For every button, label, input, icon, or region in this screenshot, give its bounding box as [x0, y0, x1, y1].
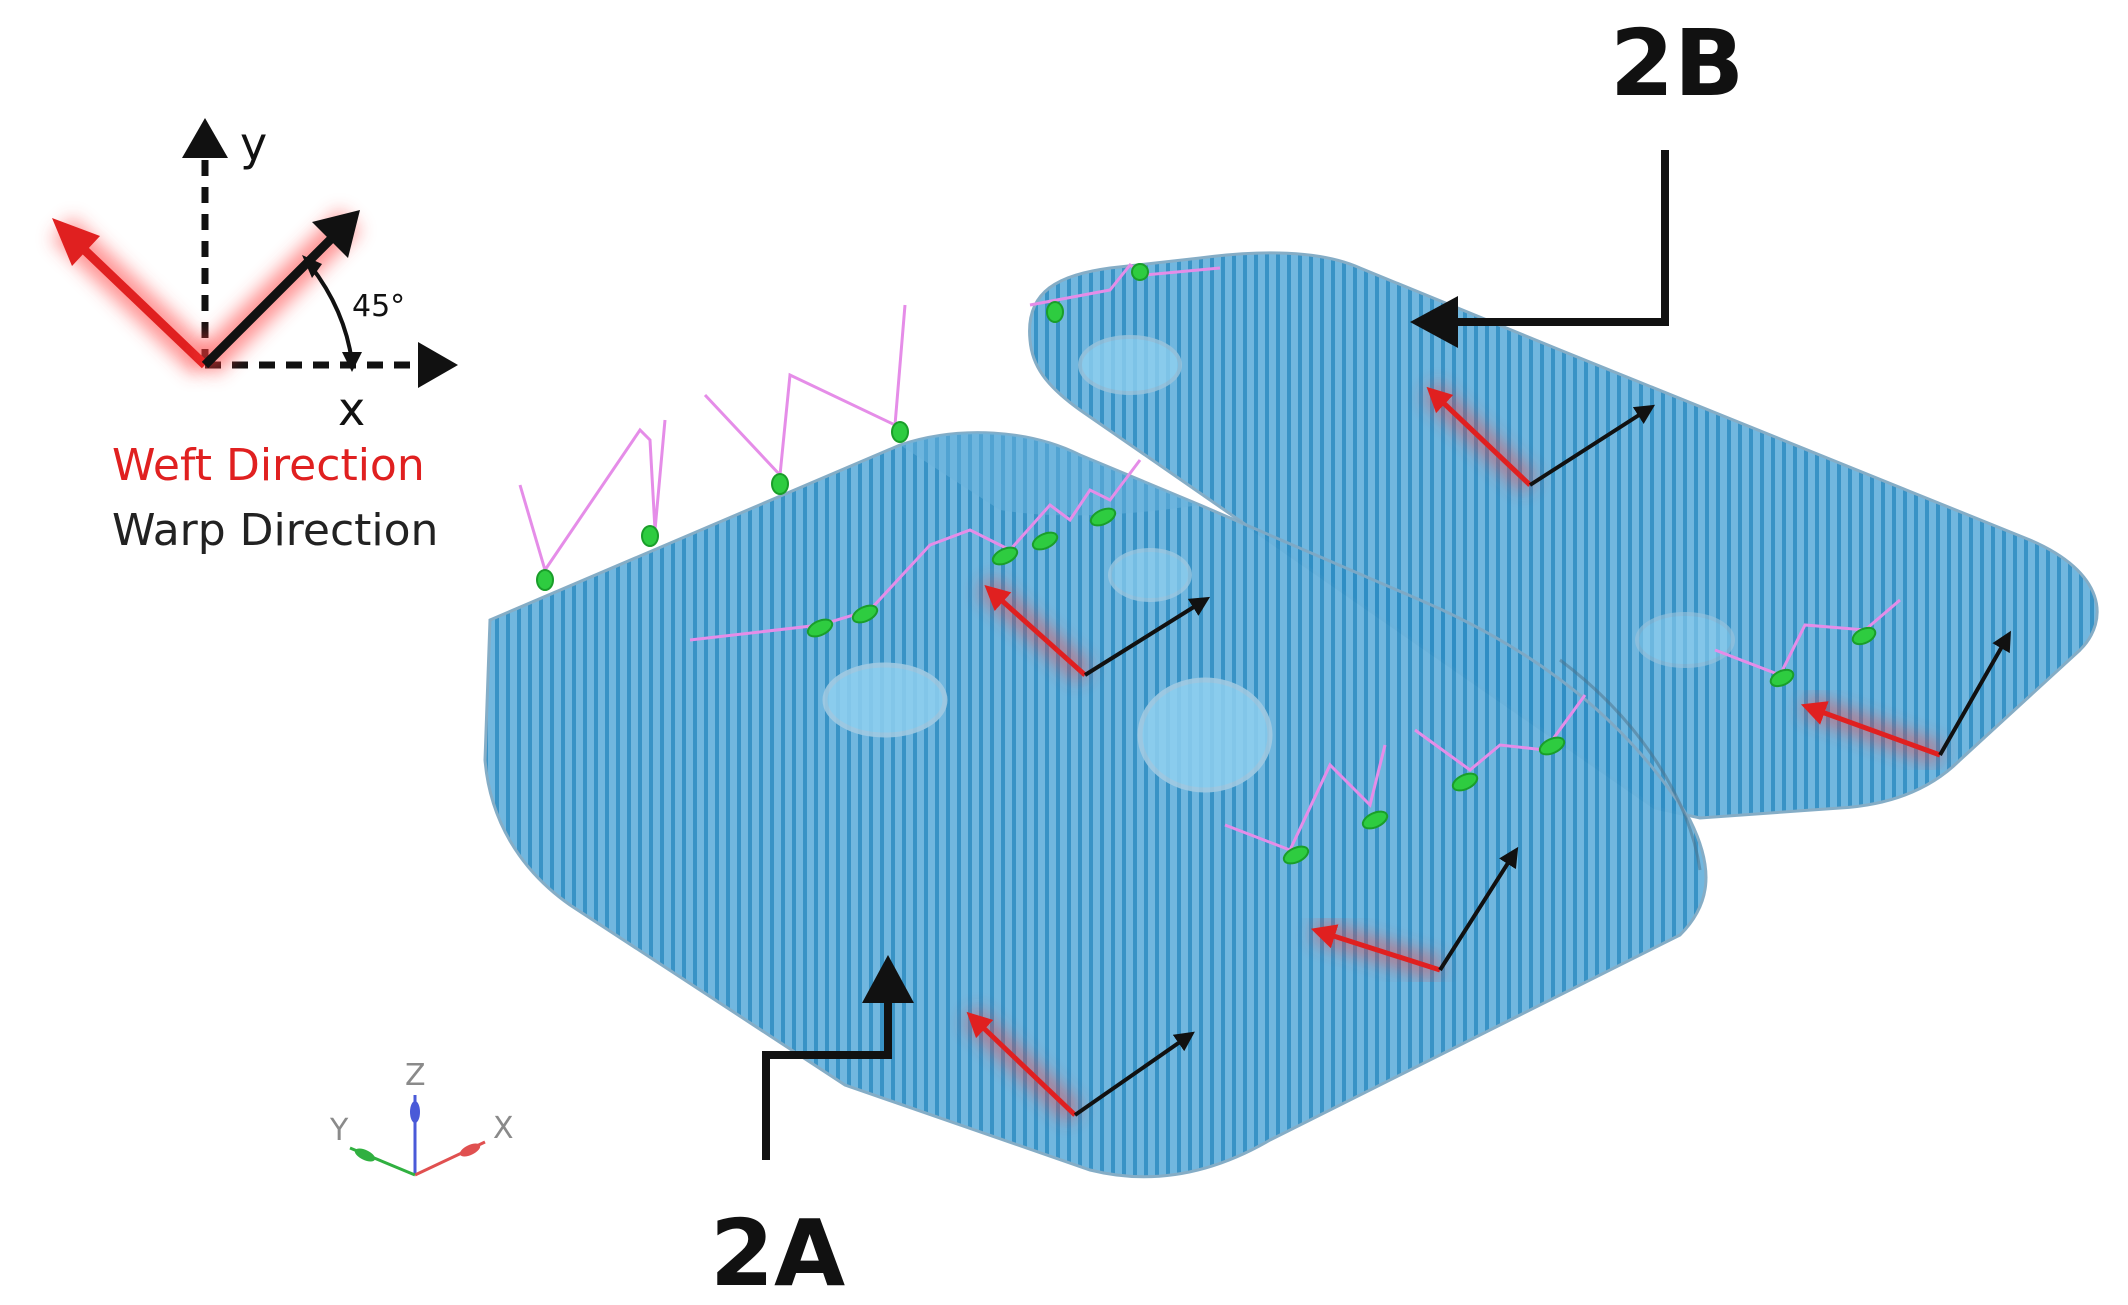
sensor-marker: [891, 421, 909, 443]
sensor-marker: [1361, 810, 1389, 830]
legend-y-label: y: [240, 117, 267, 171]
callout-label-2a: 2A: [710, 1200, 845, 1305]
part-2a: [483, 431, 1708, 1179]
callout-2b: 2B: [1410, 10, 1744, 348]
fiber-path: [1414, 694, 1587, 772]
legend-warp-label: Warp Direction: [112, 505, 438, 556]
fiber-orientation-marker: [1310, 846, 1519, 981]
legend-angle-arc: [308, 263, 354, 363]
legend-warp-arrow: [201, 224, 346, 369]
sensor-marker: [851, 604, 879, 624]
fiber-orientation-marker: [1800, 630, 2011, 766]
fiber-path: [1224, 744, 1387, 852]
sensor-marker: [1089, 507, 1117, 527]
legend-x-label: x: [338, 382, 365, 436]
callout-label-2b: 2B: [1610, 10, 1744, 117]
sensor-marker: [1046, 301, 1064, 323]
triad-x-label: X: [493, 1111, 514, 1146]
legend-weft-arrow: [68, 234, 209, 369]
sensor-marker: [1451, 772, 1479, 792]
fiber-path: [1714, 598, 1901, 677]
sensor-marker: [1282, 845, 1310, 865]
fiber-orientation-marker: [1422, 382, 1656, 493]
sensor-marker: [991, 546, 1019, 566]
sensor-marker: [1769, 668, 1795, 688]
fiber-path: [1029, 262, 1221, 307]
coordinate-triad: Z X Y: [329, 1058, 514, 1177]
sensor-marker: [641, 525, 659, 547]
sensor-marker: [771, 473, 789, 495]
orientation-markers: [962, 382, 2011, 1123]
fiber-orientation-marker: [977, 576, 1211, 684]
legend-angle-label: 45°: [352, 289, 405, 324]
sensor-marker: [1538, 736, 1566, 756]
fiber-path: [703, 304, 907, 479]
sensor-marker: [536, 569, 554, 591]
callout-2a: 2A: [710, 955, 914, 1305]
sensor-marker: [1031, 531, 1059, 551]
orientation-legend: y x 45° Weft Direction Warp Direction: [51, 117, 458, 556]
sensor-marker: [1851, 626, 1877, 646]
sensor-marker: [1131, 263, 1149, 281]
part-2b: [1028, 251, 2099, 820]
sensor-marker-group: [536, 263, 1877, 865]
legend-weft-label: Weft Direction: [112, 440, 425, 491]
triad-z-label: Z: [405, 1058, 426, 1093]
fiber-path: [518, 419, 667, 574]
fiber-orientation-marker: [962, 1007, 1195, 1123]
triad-y-label: Y: [329, 1113, 349, 1148]
sensor-marker: [806, 618, 834, 638]
